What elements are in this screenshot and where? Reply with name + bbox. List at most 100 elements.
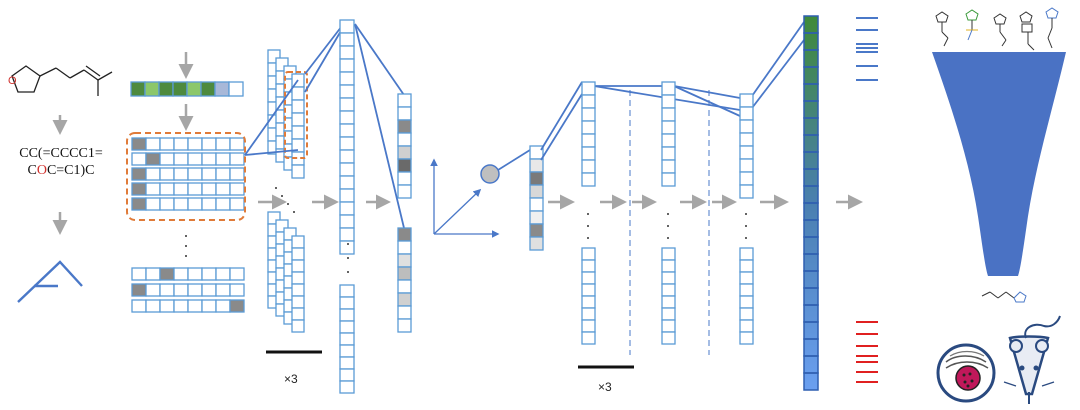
matrix-row-cell (145, 182, 161, 196)
matrix-row-cell (215, 152, 231, 166)
matrix-row-cell (145, 197, 161, 211)
flatten-cell (339, 19, 355, 34)
dense-layer (397, 93, 412, 333)
decoder-cell (739, 283, 754, 297)
flatten-cell (339, 214, 355, 229)
matrix-row-cell (201, 152, 217, 166)
matrix-ellipsis (185, 235, 187, 257)
matrix-row-cell (159, 283, 175, 297)
conv-filter-cell (291, 99, 305, 114)
dense-cell (397, 106, 412, 121)
decoder-ellipsis-dot (667, 237, 669, 239)
filter-funnel (932, 52, 1066, 276)
col-ellipsis (347, 243, 349, 273)
decoder-ellipsis-dot (667, 213, 669, 215)
embedding-vector (130, 81, 244, 97)
dense-cell (397, 227, 412, 242)
matrix-row-cell (215, 137, 231, 151)
flatten-cell (339, 332, 355, 346)
decoder-cell (581, 107, 596, 122)
flatten-cell (339, 162, 355, 177)
decoder-cell (739, 271, 754, 285)
decoder-ellipsis-dot (587, 237, 589, 239)
decoder-cell (581, 81, 596, 96)
conv-filter-cell (291, 307, 305, 321)
matrix-row-cell (229, 182, 245, 196)
top-scores-bars (856, 17, 878, 81)
conv-filter-cell (291, 247, 305, 261)
decoder-cell (581, 94, 596, 109)
matrix-row-cell (173, 182, 189, 196)
matrix-row-cell (229, 197, 245, 211)
conv-filter-cell (291, 295, 305, 309)
flatten-cell (339, 84, 355, 99)
matrix-row-cell (131, 197, 147, 211)
matrix-row-cell (187, 152, 203, 166)
decoder-ellipsis-dot (745, 237, 747, 239)
decoder-dense-blocks (581, 81, 754, 345)
conv-filter-cell (291, 112, 305, 127)
matrix-row-cell (201, 137, 217, 151)
flatten-cell (339, 320, 355, 334)
connection-line (497, 149, 531, 171)
embedding-cell (130, 81, 146, 97)
conv-filter-cell (291, 86, 305, 101)
decoder-cell (581, 146, 596, 161)
decoder-cell (661, 159, 676, 174)
decoder-ellipsis-dot (745, 213, 747, 215)
matrix-row-cell (187, 283, 203, 297)
latent-vector (529, 145, 544, 251)
matrix-row-cell (229, 267, 245, 281)
matrix-row-cell (145, 152, 161, 166)
decoder-cell (739, 307, 754, 321)
decoder-cell (739, 132, 754, 147)
flatten-cell (339, 308, 355, 322)
flatten-layer (339, 19, 355, 394)
dense-cell (397, 305, 412, 320)
conv-filter-cell (291, 283, 305, 297)
flatten-cell (339, 149, 355, 164)
matrix-row-cell (215, 283, 231, 297)
decoder-cell (739, 259, 754, 273)
embedding-cell (200, 81, 216, 97)
dense-cell (397, 279, 412, 294)
decoder-cell (581, 120, 596, 135)
bottom-scores-bars (856, 321, 878, 383)
flatten-cell (339, 123, 355, 138)
dense-cell (397, 318, 412, 333)
decoder-cell (739, 93, 754, 108)
one-hot-matrix-tail (131, 267, 245, 313)
smiles-line-2: COC=C1)C (6, 162, 116, 179)
flatten-cell (339, 227, 355, 242)
latent-cell (529, 184, 544, 199)
flatten-cell (339, 175, 355, 190)
matrix-row-cell (187, 267, 203, 281)
decoder-cell (661, 331, 676, 345)
matrix-row-cell (131, 152, 147, 166)
matrix-row-cell (187, 167, 203, 181)
conv-filter-cell (291, 259, 305, 273)
conv-filter-cell (291, 271, 305, 285)
orange-dashed-filter-box (284, 71, 308, 159)
decoder-cell (581, 295, 596, 309)
decoder-cell (581, 247, 596, 261)
matrix-row-cell (173, 299, 189, 313)
embedding-cell (144, 81, 160, 97)
matrix-row-cell (159, 152, 175, 166)
matrix-row-cell (173, 283, 189, 297)
dense-cell (397, 184, 412, 199)
matrix-row-cell (215, 299, 231, 313)
decoder-cell (739, 171, 754, 186)
latent-cell (529, 158, 544, 173)
decoder-cell (581, 271, 596, 285)
molecule-library-icons (935, 7, 1059, 51)
smiles-text: C=C1)C (46, 163, 95, 178)
matrix-row-cell (229, 137, 245, 151)
matrix-row-cell (187, 182, 203, 196)
one-hot-matrix (131, 137, 245, 211)
latent-cell (529, 210, 544, 225)
matrix-row-cell (201, 182, 217, 196)
matrix-row-cell (159, 167, 175, 181)
latent-cell (529, 223, 544, 238)
